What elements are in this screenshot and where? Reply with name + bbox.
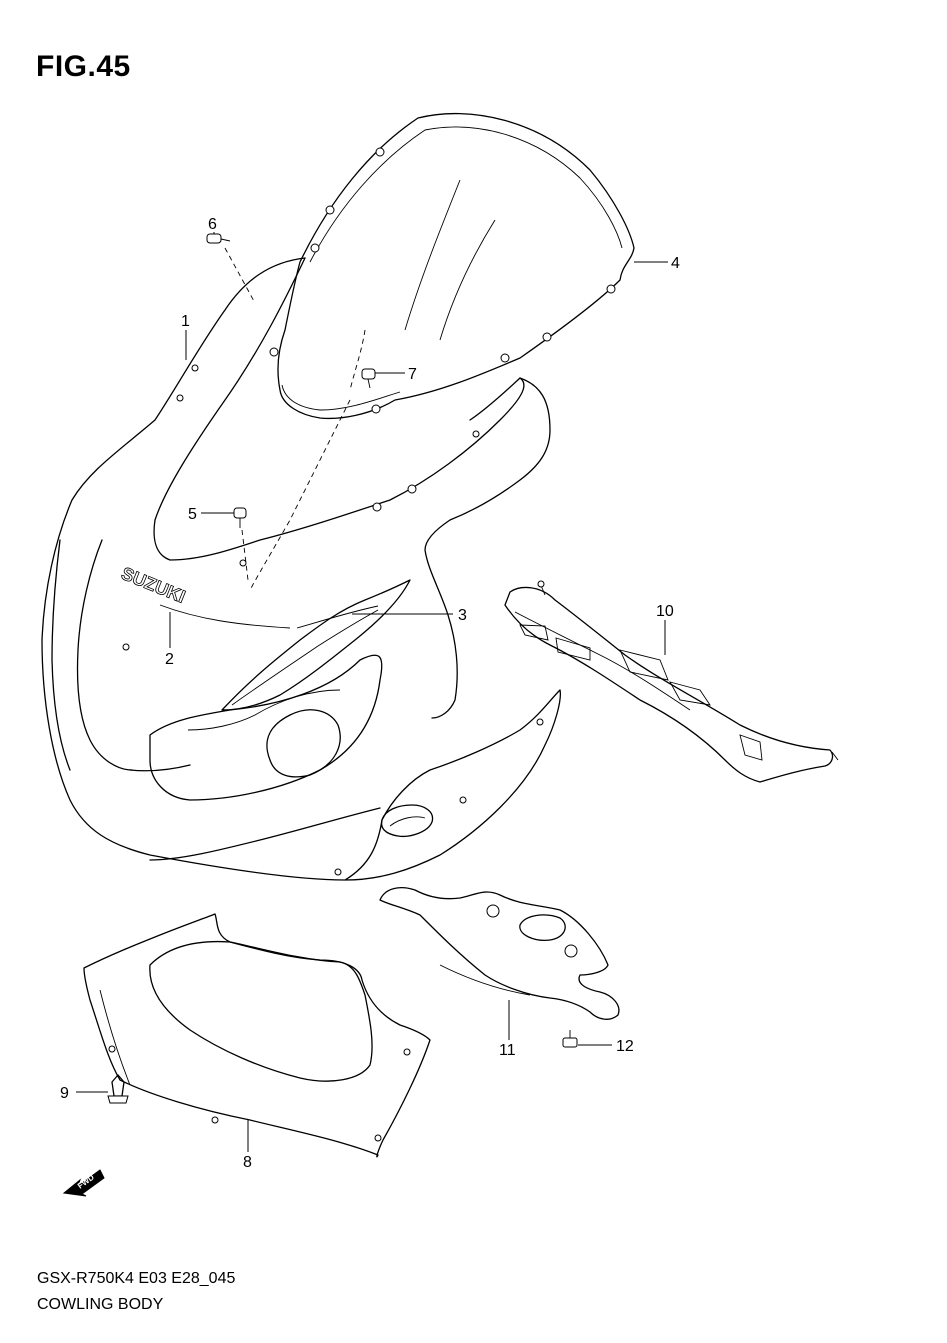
callout-2: 2: [165, 651, 174, 668]
cowling-body-part[interactable]: [41, 257, 561, 881]
clip-9[interactable]: [107, 1074, 129, 1104]
figure-title: FIG.45: [36, 50, 131, 83]
callout-11: 11: [499, 1042, 516, 1059]
callout-1: 1: [181, 313, 190, 330]
section-name-label: COWLING BODY: [37, 1296, 164, 1313]
callout-3: 3: [458, 607, 467, 624]
forward-direction-arrow: FWD: [62, 1169, 105, 1197]
model-code-label: GSX-R750K4 E03 E28_045: [37, 1270, 236, 1287]
callout-5: 5: [188, 506, 197, 523]
bolt-6[interactable]: [206, 233, 231, 244]
callout-6: 6: [208, 216, 217, 233]
callout-7: 7: [408, 366, 417, 383]
windscreen-part[interactable]: [269, 112, 635, 420]
callout-8: 8: [243, 1154, 252, 1171]
bolt-5[interactable]: [233, 507, 247, 528]
callout-12: 12: [616, 1038, 634, 1055]
vent-trim-part[interactable]: [221, 579, 411, 711]
suzuki-emblem-text: SUZUKI: [119, 563, 189, 607]
mounting-bracket-part[interactable]: [379, 887, 620, 1020]
suzuki-emblem-part[interactable]: SUZUKI: [118, 563, 189, 607]
callout-9: 9: [60, 1085, 69, 1102]
screw-12[interactable]: [562, 1030, 578, 1048]
inner-duct-part[interactable]: [504, 580, 839, 783]
callout-10: 10: [656, 603, 674, 620]
lower-inner-panel-part[interactable]: [83, 913, 431, 1158]
callout-4: 4: [671, 255, 680, 272]
bolt-7[interactable]: [361, 368, 376, 389]
